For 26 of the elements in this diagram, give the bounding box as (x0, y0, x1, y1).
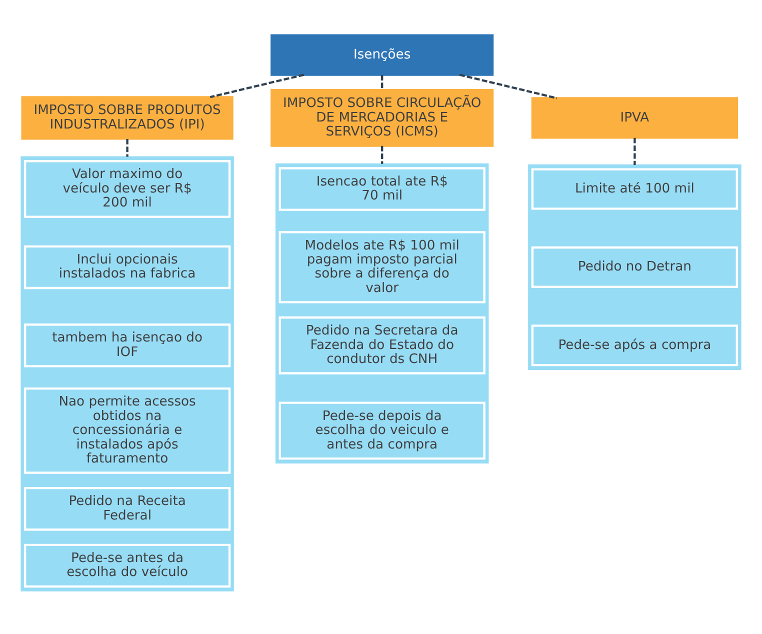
node-box: Limite até 100 mil (531, 168, 738, 210)
connector (210, 73, 304, 98)
node-box: Valor maximo do veículo deve ser R$ 200 mil (24, 160, 231, 218)
connector (381, 145, 384, 164)
node-box: Pede-se depois da escolha do veiculo e antes da compra (278, 401, 486, 460)
node-box: Isencao total ate R$ 70 mil (278, 166, 486, 210)
node-box: Isenções (270, 34, 494, 76)
cluster (20, 156, 234, 591)
node-box: IMPOSTO SOBRE CIRCULAÇÃO DE MERCADORIAS E SERVIÇOS (ICMS) (270, 88, 494, 146)
node-box: Pedido no Detran (531, 246, 738, 288)
cluster (275, 162, 489, 463)
connector (126, 138, 128, 156)
connector (381, 74, 384, 90)
node-box: IPVA (531, 96, 738, 138)
node-box: Pedido na Secretara da Fazenda do Estado do condutor ds CNH (278, 316, 486, 374)
node-box: Pede-se após a compra (531, 324, 738, 366)
connector (634, 137, 636, 164)
node-box: Inclui opcionais instalados na fabrica (24, 244, 231, 289)
connector (459, 73, 558, 99)
node-box: Pedido na Receita Federal (24, 486, 231, 530)
node-box: Pede-se antes da escolha do veículo (24, 543, 231, 588)
cluster (528, 164, 742, 370)
node-box: Modelos ate R$ 100 mil pagam imposto parcial sobre a diferença do valor (278, 230, 486, 303)
node-box: tambem ha isençao do IOF (24, 323, 231, 367)
node-box: IMPOSTO SOBRE PRODUTOS INDUSTRALIZADOS (IPI) (21, 96, 234, 140)
node-box: Nao permite acessos obtidos na concessionária e instalados após faturamento (24, 386, 231, 474)
